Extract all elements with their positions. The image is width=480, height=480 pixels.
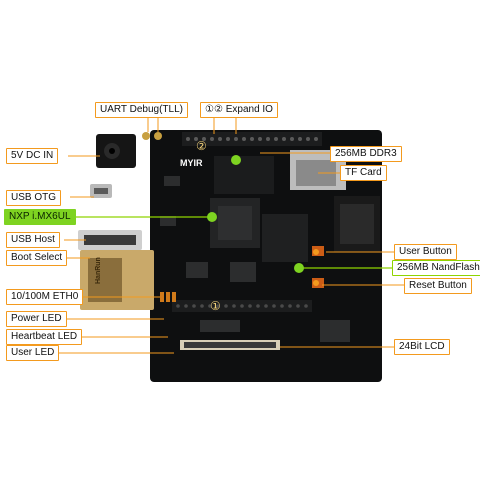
label-usb-host: USB Host xyxy=(6,232,60,248)
heartbeat-led xyxy=(166,292,170,302)
marker-2-text: ② xyxy=(196,139,207,153)
label-heartbeat-led: Heartbeat LED xyxy=(6,329,83,345)
nandflash-chip xyxy=(262,214,308,262)
nandflash-marker-dot xyxy=(294,263,304,273)
label-tf-card: TF Card xyxy=(340,165,387,181)
brand-text: MYIR xyxy=(180,158,203,168)
ddr3-chip xyxy=(214,156,274,194)
label-power-led: Power LED xyxy=(6,311,67,327)
label-boot-select: Boot Select xyxy=(6,250,68,266)
marker-1-text: ① xyxy=(210,299,221,313)
label-expand-io: ①② Expand IO xyxy=(200,102,278,118)
label-eth: 10/100M ETH0 xyxy=(6,289,84,305)
power-led xyxy=(160,292,164,302)
label-user-button: User Button xyxy=(394,244,457,260)
label-dc-in: 5V DC IN xyxy=(6,148,59,164)
ddr3-marker-dot xyxy=(231,155,241,165)
label-uart-debug: UART Debug(TLL) xyxy=(95,102,188,118)
label-user-led: User LED xyxy=(6,345,60,361)
user-led-marker xyxy=(172,292,176,302)
label-nxp: NXP i.MX6UL xyxy=(4,209,76,225)
eth-brand-text: HanRun xyxy=(95,257,102,284)
label-ddr3: 256MB DDR3 xyxy=(330,146,402,162)
label-lcd: 24Bit LCD xyxy=(394,339,450,355)
label-nandflash: 256MB NandFlash xyxy=(392,260,480,276)
label-usb-otg: USB OTG xyxy=(6,190,62,206)
label-reset-button: Reset Button xyxy=(404,278,472,294)
nxp-marker-dot xyxy=(207,212,217,222)
